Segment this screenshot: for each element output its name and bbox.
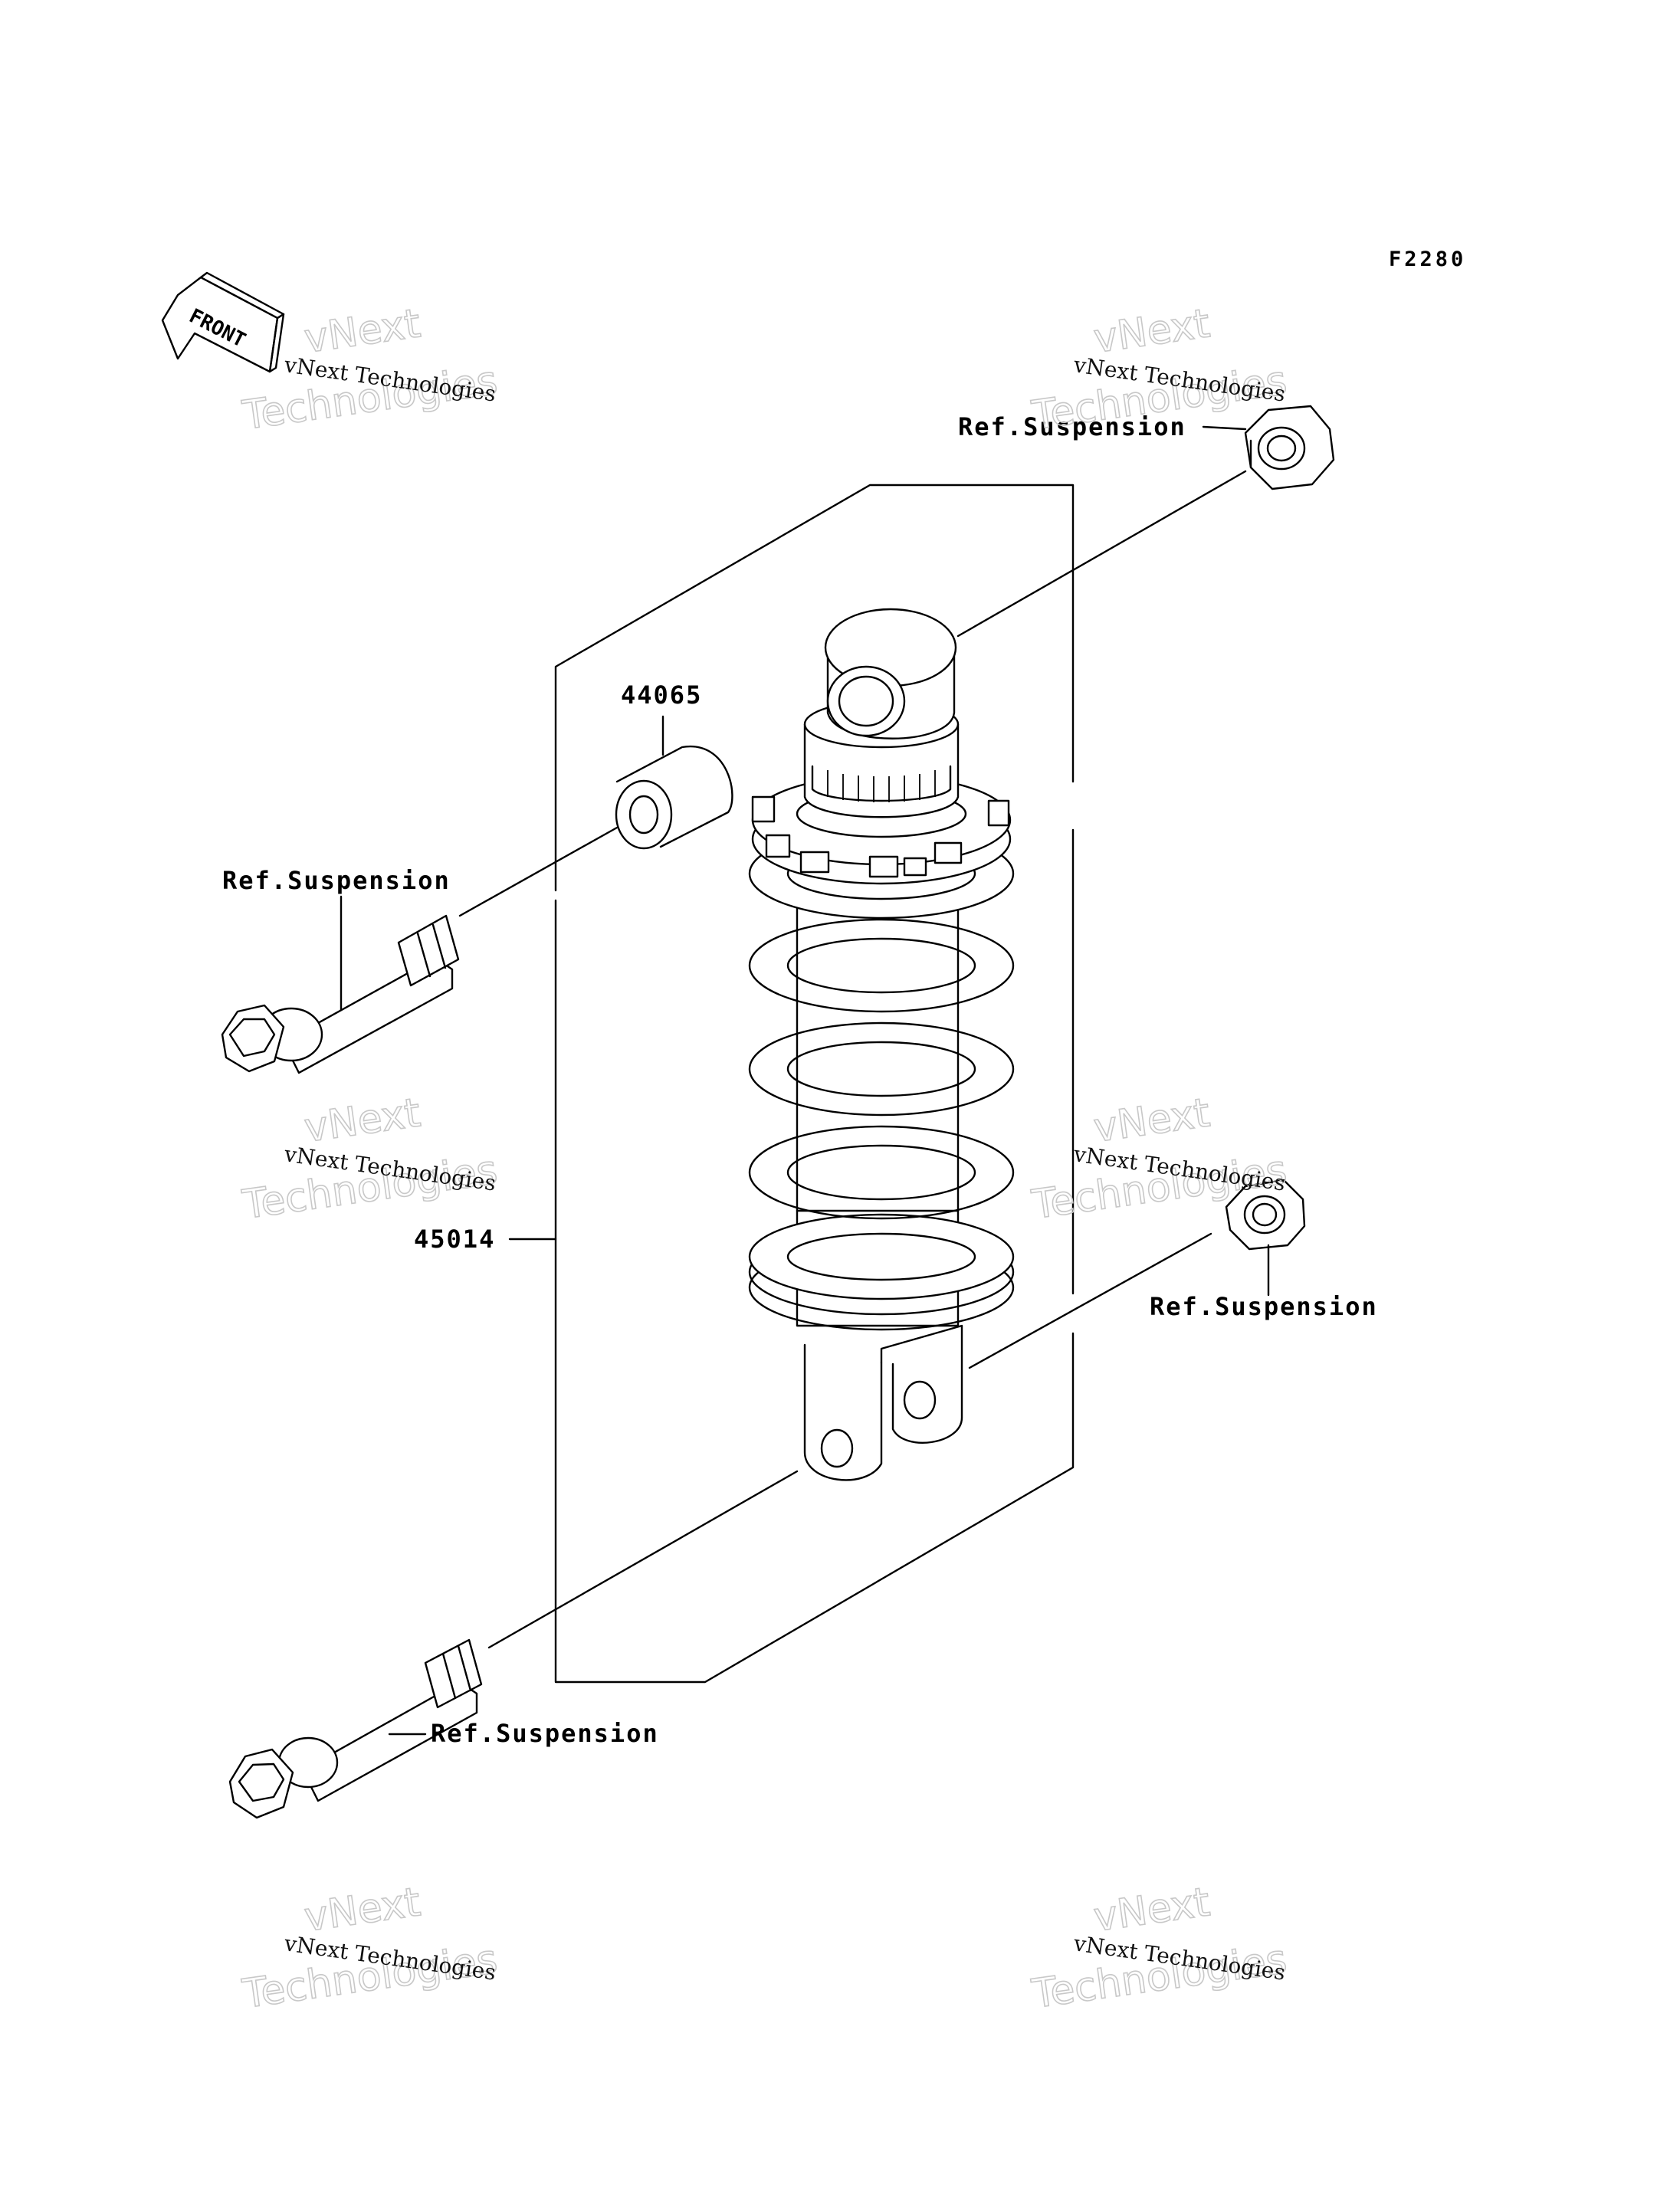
collar-44065: 44065 — [615, 680, 733, 850]
svg-text:vNext: vNext — [301, 1879, 423, 1941]
lower-bolt: Ref.Suspension — [228, 1470, 799, 1819]
top-nut: Ref.Suspension — [956, 405, 1335, 638]
watermark-3: vNext Technologies vNext Technologies — [239, 1090, 501, 1229]
shock-absorber-label: 45014 — [414, 1225, 557, 1254]
ref-upper-bolt: Ref.Suspension — [222, 866, 451, 895]
upper-bolt: Ref.Suspension — [221, 826, 619, 1074]
ref-top-nut: Ref.Suspension — [958, 412, 1186, 441]
assembly-bracket — [554, 484, 1075, 1684]
ref-lower-nut: Ref.Suspension — [1150, 1292, 1378, 1321]
svg-text:vNext: vNext — [301, 300, 423, 362]
shock-absorber — [748, 608, 1015, 1481]
part-number-44065: 44065 — [621, 680, 702, 710]
ref-lower-bolt: Ref.Suspension — [431, 1719, 659, 1748]
svg-text:vNext: vNext — [1091, 1090, 1212, 1152]
svg-text:vNext: vNext — [1091, 300, 1212, 362]
watermark-5: vNext Technologies vNext Technologies — [239, 1879, 501, 2018]
svg-text:vNext: vNext — [1091, 1879, 1212, 1941]
lower-nut: Ref.Suspension — [968, 1179, 1378, 1369]
front-arrow-icon: FRONT — [161, 271, 285, 373]
figure-code: F2280 — [1389, 248, 1466, 271]
svg-text:vNext: vNext — [301, 1090, 423, 1152]
watermark-2: vNext Technologies vNext Technologies — [1029, 300, 1291, 440]
watermark-1: vNext Technologies vNext Technologies — [239, 300, 501, 440]
part-number-45014: 45014 — [414, 1225, 495, 1254]
watermark-6: vNext Technologies vNext Technologies — [1029, 1879, 1291, 2018]
